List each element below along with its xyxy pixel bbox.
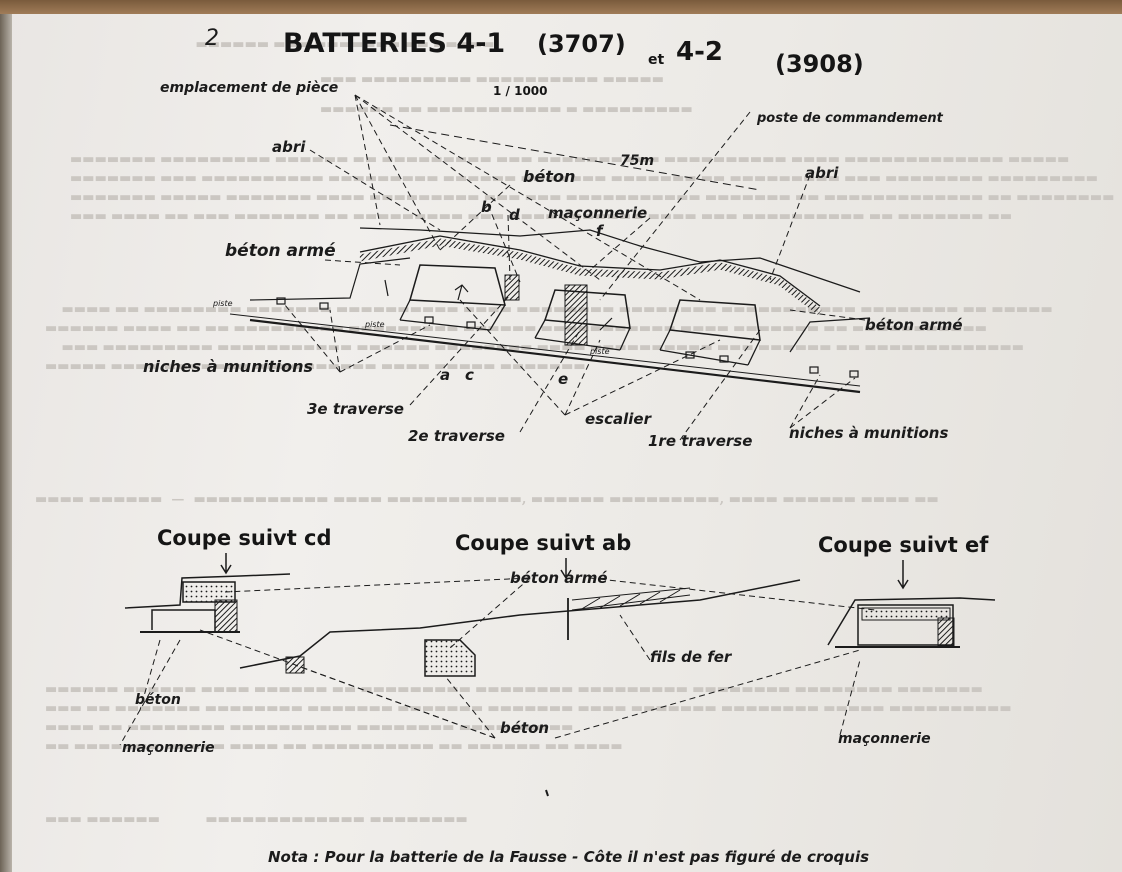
title-number-1: (3707) <box>537 30 626 58</box>
label-section-maconnerie-left: maçonnerie <box>122 740 215 756</box>
section-labels: béton armé fils de fer béton maçonnerie … <box>122 569 931 756</box>
label-section-beton-center: béton <box>500 719 549 737</box>
table-edge <box>0 0 1122 14</box>
scale-label: 1 / 1000 <box>493 84 548 98</box>
label-f: f <box>596 222 605 240</box>
label-beton: béton <box>523 167 575 186</box>
title-second-battery: 4-2 <box>676 37 723 67</box>
label-2e-traverse: 2e traverse <box>408 427 505 445</box>
nota-text: Nota : Pour la batterie de la Fausse - C… <box>268 848 869 866</box>
title-batteries: BATTERIES 4-1 <box>283 28 505 59</box>
title-number-2: (3908) <box>775 50 864 78</box>
show-through-text: ▬▬▬▬▬▬▬ ▬▬▬▬▬▬▬▬▬ ▬▬▬▬▬▬ ▬▬ ▬▬▬▬▬▬▬▬▬ ▬▬… <box>70 152 1115 224</box>
show-through-text: ▬▬▬▬ ▬▬▬▬▬▬ — ▬▬▬▬▬▬▬▬▬▬▬ ▬▬▬▬ ▬▬▬▬▬▬▬▬▬… <box>35 492 939 507</box>
label-distance-75m: 75m <box>620 153 654 169</box>
label-section-beton-arme: béton armé <box>510 569 608 587</box>
label-piste-3: piste <box>589 347 610 356</box>
label-emplacement-de-piece: emplacement de pièce <box>160 80 338 96</box>
show-through-text: ▬▬▬ ▬▬▬▬▬▬ ▬▬▬▬▬▬▬▬▬▬▬▬▬ ▬▬▬▬▬▬▬▬ <box>45 812 468 827</box>
label-d: d <box>509 206 520 224</box>
show-through-text: ▬▬▬▬ ▬▬ ▬▬▬▬▬▬▬▬ ▬▬▬▬▬▬▬ ▬▬▬▬▬▬▬▬▬▬ ▬▬▬▬… <box>45 302 1053 374</box>
label-niches-right: niches à munitions <box>789 424 948 442</box>
label-piste-2: piste <box>364 320 385 329</box>
label-c: c <box>465 366 474 384</box>
section-title-cd: Coupe suivt cd <box>157 526 332 550</box>
plan-leader-lines <box>284 94 866 441</box>
show-through-text: ▬▬▬▬▬▬ ▬▬ ▬▬▬▬▬▬▬▬▬▬▬ ▬ ▬▬▬▬▬▬▬▬▬ <box>320 102 693 117</box>
label-section-beton-left: béton <box>135 692 181 708</box>
section-title-ab: Coupe suivt ab <box>455 531 631 555</box>
label-abri-right: abri <box>805 164 839 182</box>
page-mark: 2 <box>205 26 219 51</box>
label-poste-de-commandement: poste de commandement <box>756 111 944 126</box>
label-b: b <box>481 198 492 216</box>
label-piste-1: piste <box>212 299 233 308</box>
label-3e-traverse: 3e traverse <box>307 400 404 418</box>
plan-labels: emplacement de pièce poste de commandeme… <box>143 80 963 450</box>
label-1re-traverse: 1re traverse <box>648 432 752 450</box>
label-section-maconnerie-right: maçonnerie <box>838 731 931 747</box>
show-through-text: ▬▬▬▬▬▬ ▬▬▬ ▬▬▬▬▬▬▬ ▬▬ ▬▬▬▬▬ <box>150 37 495 52</box>
label-beton-arme-right: béton armé <box>865 316 963 334</box>
ink-mark <box>545 789 549 797</box>
label-a: a <box>440 366 450 384</box>
section-drawings <box>124 553 996 677</box>
label-beton-arme-left: béton armé <box>225 241 336 261</box>
section-title-ef: Coupe suivt ef <box>818 533 989 557</box>
book-spine <box>0 14 12 872</box>
label-maconnerie: maçonnerie <box>548 204 647 222</box>
show-through-text: ▬▬▬ ▬▬▬▬▬▬▬▬▬ ▬▬▬▬▬▬▬▬▬▬ ▬▬▬▬▬ <box>320 72 665 87</box>
label-e: e <box>558 370 568 388</box>
title-et: et <box>648 52 664 68</box>
show-through-text: ▬▬▬▬▬▬ ▬▬▬▬▬▬ ▬▬▬▬ ▬▬▬▬▬▬ ▬▬ ▬▬▬▬▬▬▬▬▬ ▬… <box>45 682 1012 754</box>
label-escalier: escalier <box>585 410 653 428</box>
section-leader-lines <box>119 577 876 746</box>
label-fils-de-fer: fils de fer <box>650 648 733 666</box>
label-abri-left: abri <box>272 138 306 156</box>
label-niches-left: niches à munitions <box>143 357 313 376</box>
